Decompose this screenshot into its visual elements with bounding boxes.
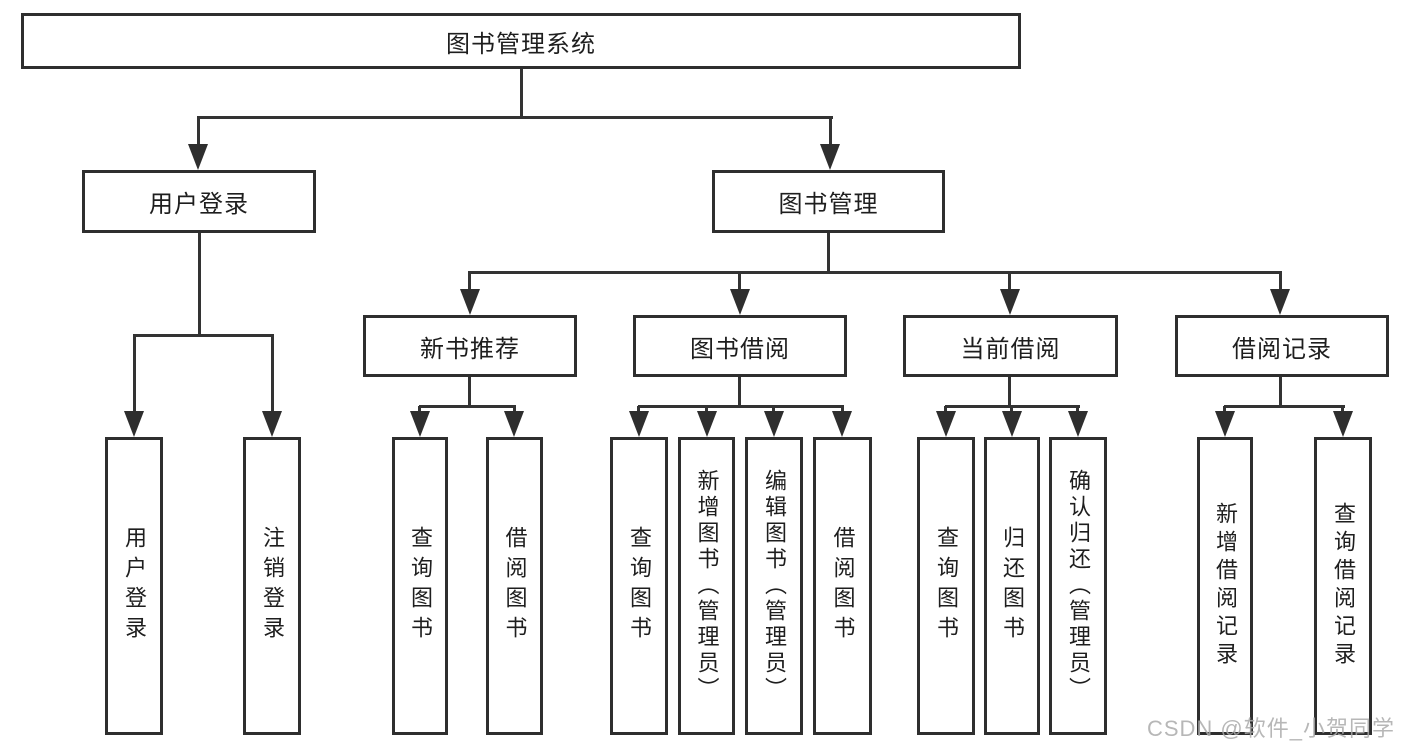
csdn-watermark: CSDN @软件_小贺同学 xyxy=(1146,716,1395,741)
node-leaf-bb-edit-books-admin: 编辑图书（管理员） xyxy=(745,437,803,735)
arrow-down-book-mgmt xyxy=(820,144,840,170)
arrow-down-nb-query xyxy=(410,411,430,437)
node-leaf-bb-edit-books-admin-label: 编辑图书（管理员） xyxy=(762,469,787,703)
node-book-management-label: 图书管理 xyxy=(778,191,879,218)
node-user-login: 用户登录 xyxy=(82,170,316,233)
node-leaf-cb-confirm-return-admin: 确认归还（管理员） xyxy=(1049,437,1107,735)
arrow-down-cb-return xyxy=(1002,411,1022,437)
arrow-down-cb-query xyxy=(936,411,956,437)
node-leaf-bb-add-books-admin: 新增图书（管理员） xyxy=(678,437,735,735)
node-borrow-records-label: 借阅记录 xyxy=(1232,335,1332,363)
node-leaf-user-login-label: 用户登录 xyxy=(122,526,147,646)
connector-book-mgmt-trunk xyxy=(827,233,830,274)
connector-stub-cb-query xyxy=(944,406,947,412)
node-leaf-bb-query-books-label: 查询图书 xyxy=(627,526,652,646)
node-leaf-logout: 注销登录 xyxy=(243,437,301,735)
arrow-down-bb-query xyxy=(629,411,649,437)
connector-user-login-branch xyxy=(133,334,274,337)
node-leaf-br-add-record-label: 新增借阅记录 xyxy=(1213,502,1238,670)
connector-stub-bb-add xyxy=(705,406,708,412)
connector-stub-book-mgmt xyxy=(829,117,832,147)
node-leaf-br-query-record-label: 查询借阅记录 xyxy=(1331,502,1356,670)
node-leaf-cb-return-books: 归还图书 xyxy=(984,437,1040,735)
node-leaf-cb-return-books-label: 归还图书 xyxy=(1000,526,1025,646)
connector-current-borrow-trunk xyxy=(1008,377,1011,408)
node-borrow-records: 借阅记录 xyxy=(1175,315,1389,377)
node-leaf-cb-query-books: 查询图书 xyxy=(917,437,975,735)
arrow-down-bb-add xyxy=(697,411,717,437)
connector-book-borrow-minibranch xyxy=(638,405,844,408)
node-leaf-cb-query-books-label: 查询图书 xyxy=(934,526,959,646)
arrow-down-borrow-record xyxy=(1270,289,1290,315)
connector-new-book-minibranch xyxy=(419,405,516,408)
connector-stub-borrow-record xyxy=(1279,272,1282,291)
connector-stub-current-borrow xyxy=(1008,272,1011,291)
connector-stub-br-query xyxy=(1341,406,1344,412)
node-user-login-label: 用户登录 xyxy=(149,191,249,218)
connector-user-login-trunk xyxy=(198,233,201,337)
node-leaf-nb-query-books: 查询图书 xyxy=(392,437,448,735)
connector-stub-cb-confirm xyxy=(1076,406,1079,412)
connector-stub-bb-query xyxy=(637,406,640,412)
connector-borrow-records-trunk xyxy=(1279,377,1282,408)
node-leaf-user-login: 用户登录 xyxy=(105,437,163,735)
node-leaf-nb-borrow-books-label: 借阅图书 xyxy=(502,526,528,646)
connector-borrow-records-minibranch xyxy=(1224,405,1345,408)
arrow-down-user-login xyxy=(188,144,208,170)
arrow-down-nb-borrow xyxy=(504,411,524,437)
connector-book-borrow-trunk xyxy=(738,377,741,408)
arrow-down-current-borrow xyxy=(1000,289,1020,315)
node-library-system-label: 图书管理系统 xyxy=(446,30,596,58)
node-leaf-logout-label: 注销登录 xyxy=(260,526,285,646)
connector-book-mgmt-branch xyxy=(468,271,1282,274)
connector-stub-new-book xyxy=(468,272,471,291)
node-new-book-recommend-label: 新书推荐 xyxy=(420,335,520,363)
node-leaf-bb-borrow-books-label: 借阅图书 xyxy=(830,526,856,646)
arrow-down-br-query xyxy=(1333,411,1353,437)
arrow-down-leaf-logout xyxy=(262,411,282,437)
connector-stub-leaf-login xyxy=(133,335,136,413)
node-current-borrow: 当前借阅 xyxy=(903,315,1118,377)
connector-stub-book-borrow xyxy=(738,272,741,291)
connector-stub-br-add xyxy=(1223,406,1226,412)
node-leaf-br-query-record: 查询借阅记录 xyxy=(1314,437,1372,735)
arrow-down-leaf-login xyxy=(124,411,144,437)
node-book-management: 图书管理 xyxy=(712,170,945,233)
connector-root-branch xyxy=(197,116,833,119)
arrow-down-cb-confirm xyxy=(1068,411,1088,437)
arrow-down-br-add xyxy=(1215,411,1235,437)
arrow-down-bb-borrow xyxy=(832,411,852,437)
node-leaf-nb-borrow-books: 借阅图书 xyxy=(486,437,543,735)
connector-stub-nb-borrow xyxy=(513,406,516,412)
node-leaf-cb-confirm-return-admin-label: 确认归还（管理员） xyxy=(1066,469,1091,703)
node-leaf-bb-query-books: 查询图书 xyxy=(610,437,668,735)
connector-root-trunk xyxy=(520,69,523,118)
node-leaf-br-add-record: 新增借阅记录 xyxy=(1197,437,1253,735)
connector-stub-cb-return xyxy=(1010,406,1013,412)
connector-stub-nb-query xyxy=(418,406,421,412)
node-current-borrow-label: 当前借阅 xyxy=(960,335,1061,363)
node-leaf-bb-add-books-admin-label: 新增图书（管理员） xyxy=(694,469,720,703)
connector-stub-user-login xyxy=(197,117,200,147)
node-book-borrow: 图书借阅 xyxy=(633,315,847,377)
connector-stub-leaf-logout xyxy=(271,335,274,413)
node-library-system: 图书管理系统 xyxy=(21,13,1021,69)
node-leaf-bb-borrow-books: 借阅图书 xyxy=(813,437,872,735)
arrow-down-bb-edit xyxy=(764,411,784,437)
node-book-borrow-label: 图书借阅 xyxy=(690,335,790,363)
connector-stub-bb-borrow xyxy=(841,406,844,412)
arrow-down-book-borrow xyxy=(730,289,750,315)
node-new-book-recommend: 新书推荐 xyxy=(363,315,577,377)
node-leaf-nb-query-books-label: 查询图书 xyxy=(408,526,433,646)
arrow-down-new-book xyxy=(460,289,480,315)
connector-new-book-trunk xyxy=(468,377,471,408)
connector-stub-bb-edit xyxy=(772,406,775,412)
